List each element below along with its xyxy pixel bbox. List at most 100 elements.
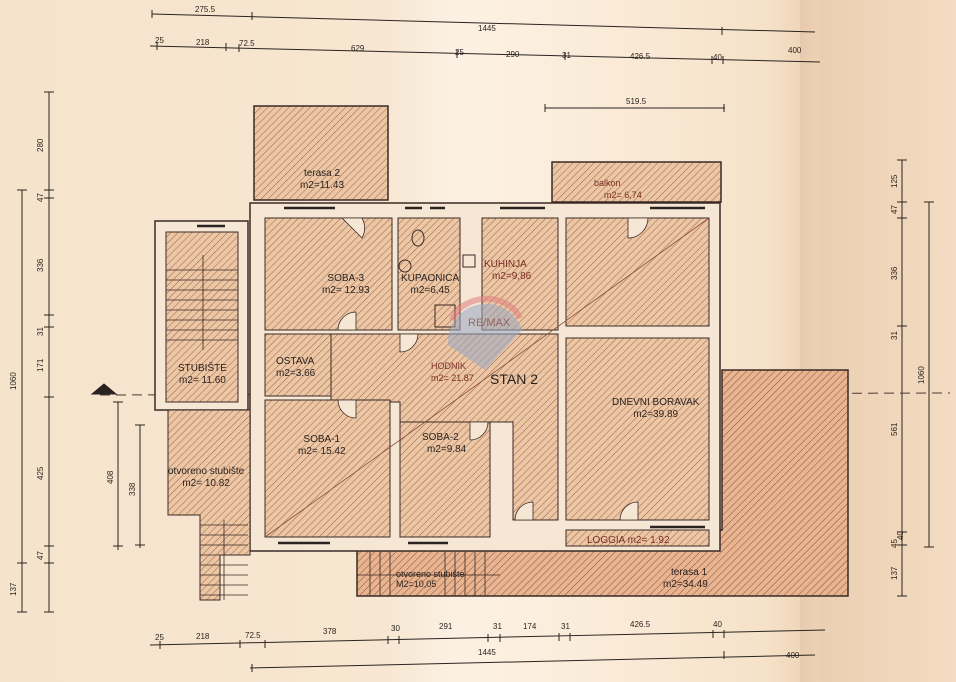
room-name: KUPAONICA	[401, 273, 460, 284]
room-area: m2=39.89	[633, 409, 679, 420]
room-area: m2= 10.82	[182, 478, 230, 489]
exterior-stair-treads	[200, 520, 248, 600]
room-hodnik: HODNIK m2= 21.87	[431, 360, 474, 384]
room-terasa-2: terasa 2 m2=11.43	[300, 168, 344, 192]
room-name: otvoreno stubište	[168, 466, 245, 477]
room-kuhinja: KUHINJA m2=9,86	[484, 259, 531, 283]
dim-right-4: 561	[890, 422, 899, 436]
room-dnevni-boravak: DNEVNI BORAVAK m2=39.89	[612, 397, 699, 421]
dim-bottom-chain-0: 25	[155, 633, 164, 642]
room-ostava: OSTAVA m2=3.66	[276, 356, 315, 380]
dim-left-1: 47	[36, 193, 45, 202]
bottom-dimension-lines	[149, 629, 826, 672]
dim-left-7: 137	[9, 582, 18, 596]
room-name: SOBA-1	[303, 434, 341, 445]
dim-left-5: 425	[36, 466, 45, 480]
dim-top-chain-0: 25	[155, 36, 164, 45]
room-area: m2=11.43	[300, 180, 345, 191]
dim-right-6: 40	[896, 531, 905, 540]
room-stubiste: STUBIŠTE m2= 11.60	[178, 363, 227, 387]
room-terasa-1: terasa 1 m2=34.49	[663, 567, 708, 591]
dim-top-overall-1: 275.5	[195, 5, 216, 14]
room-kupaonica: KUPAONICA m2=6,45	[401, 273, 459, 297]
room-name: LOGGIA	[587, 535, 625, 546]
dim-top-chain-4: 25	[455, 48, 464, 57]
room-area: M2=10,05	[396, 579, 437, 589]
room-area: m2=9,86	[492, 271, 532, 282]
toilet-fixture	[411, 229, 425, 247]
dim-left-4: 171	[36, 358, 45, 372]
dim-left-inner-2: 338	[128, 482, 137, 496]
room-area: m2= 11.60	[179, 375, 226, 386]
dim-bottom-chain-9: 426.5	[630, 620, 651, 629]
dim-bottom-chain-2: 72.5	[245, 631, 261, 640]
room-name: terasa 1	[671, 567, 708, 578]
dim-right-1: 47	[890, 205, 899, 214]
dim-left-inner-1: 408	[106, 470, 115, 484]
dim-top-overall-2: 1445	[478, 24, 496, 33]
dim-right-overall: 1060	[917, 366, 926, 384]
remax-watermark-text: RE/MAX	[468, 317, 511, 329]
room-name: SOBA-2	[422, 432, 459, 443]
right-dimension-lines	[897, 159, 934, 597]
room-name: HODNIK	[431, 361, 467, 371]
room-name: balkon	[594, 178, 621, 188]
room-name: SOBA-3	[327, 273, 365, 284]
shower-drain	[398, 259, 412, 273]
room-area: m2= 6,74	[604, 190, 642, 200]
room-name: STUBIŠTE	[178, 363, 227, 374]
room-area: m2= 12.93	[322, 285, 370, 296]
room-name: otvoreno stubište	[396, 569, 465, 579]
dim-right-7: 137	[890, 566, 899, 580]
windows	[197, 206, 705, 545]
dim-top-chain-2: 72.5	[239, 39, 255, 48]
dim-bottom-overall-1: 1445	[478, 648, 496, 657]
room-name: OSTAVA	[276, 356, 315, 367]
room-soba-1: SOBA-1 m2= 15.42	[298, 434, 346, 458]
room-otvoreno-stubiste-1: otvoreno stubište m2= 10.82	[168, 466, 244, 490]
room-balkon: balkon m2= 6,74	[594, 177, 642, 201]
room-area: m2=9.84	[427, 444, 467, 455]
room-soba-3: SOBA-3 m2= 12.93	[322, 273, 370, 297]
dim-bottom-chain-3: 378	[323, 627, 337, 636]
dim-left-6: 47	[36, 551, 45, 560]
apartment-diagonal	[264, 217, 710, 538]
dim-top-chain-1: 218	[196, 38, 210, 47]
kitchen-stove	[462, 254, 476, 268]
dim-bottom-chain-1: 218	[196, 632, 210, 641]
room-area: m2= 21.87	[431, 373, 474, 383]
room-area: m2=34.49	[663, 579, 708, 590]
room-area: m2= 15.42	[298, 446, 346, 457]
room-name: KUHINJA	[484, 259, 527, 270]
room-area: m2=3.66	[276, 368, 316, 379]
dim-right-3: 31	[890, 331, 899, 340]
dim-left-3: 31	[36, 327, 45, 336]
dim-top-chain-5: 290	[506, 50, 520, 59]
dim-right-2: 336	[890, 266, 899, 280]
dim-bottom-chain-10: 40	[713, 620, 722, 629]
left-dimension-lines	[17, 91, 145, 613]
dim-top-chain-3: 629	[351, 44, 365, 53]
dim-top-chain-6: 31	[562, 51, 571, 60]
dim-bottom-chain-4: 30	[391, 624, 400, 633]
lower-stair-treads	[357, 552, 500, 596]
room-otvoreno-stubiste-2: otvoreno stubište M2=10,05	[396, 569, 465, 589]
room-area: m2= 1.92	[627, 535, 670, 546]
room-soba-2: SOBA-2 m2=9.84	[422, 432, 466, 456]
dim-left-2: 336	[36, 258, 45, 272]
dim-top-balcony: 519.5	[626, 97, 647, 106]
room-name: terasa 2	[303, 168, 341, 179]
dim-top-chain-9: 400	[788, 46, 802, 55]
stair-treads	[166, 255, 238, 350]
dim-left-0: 280	[36, 138, 45, 152]
room-loggia: LOGGIA m2= 1.92	[587, 535, 670, 547]
dim-bottom-chain-7: 174	[523, 622, 537, 631]
dim-right-0: 125	[890, 174, 899, 188]
dim-left-overall: 1060	[9, 372, 18, 390]
apartment-label: STAN 2	[490, 371, 538, 387]
dim-right-5: 45	[890, 539, 899, 548]
remax-watermark	[447, 295, 523, 370]
dim-bottom-chain-6: 31	[493, 622, 502, 631]
dim-bottom-chain-5: 291	[439, 622, 453, 631]
